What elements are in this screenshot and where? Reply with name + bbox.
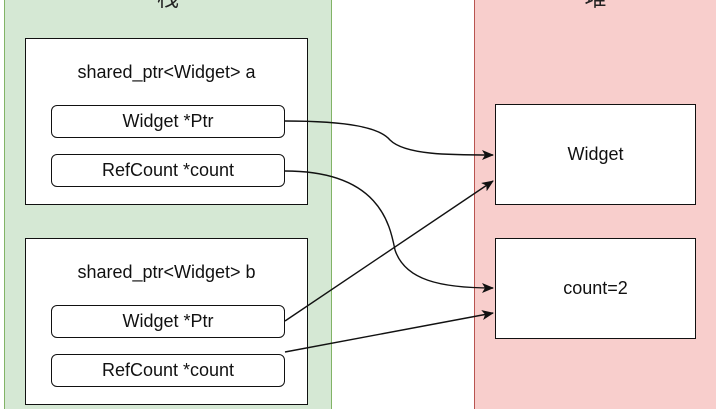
heap-region-title: 堆 — [475, 0, 716, 10]
shared-ptr-b-ptr-field: Widget *Ptr — [51, 305, 285, 338]
arrow-a-count-to-count — [284, 170, 494, 293]
heap-count-box: count=2 — [495, 238, 696, 339]
shared-ptr-a-count-field: RefCount *count — [51, 154, 285, 187]
shared-ptr-b-title: shared_ptr<Widget> b — [77, 262, 256, 282]
stack-region-title: 栈 — [5, 0, 331, 10]
heap-widget-label: Widget — [567, 144, 624, 164]
arrow-a-ptr-to-widget — [284, 120, 494, 160]
shared-ptr-a-title: shared_ptr<Widget> a — [77, 62, 256, 82]
shared-ptr-b-count-field: RefCount *count — [51, 354, 285, 387]
heap-widget-box: Widget — [495, 104, 696, 205]
shared-ptr-a-ptr-field: Widget *Ptr — [51, 105, 285, 138]
arrow-b-ptr-to-widget — [284, 180, 494, 322]
heap-count-label: count=2 — [563, 278, 628, 298]
arrow-b-count-to-count — [284, 310, 494, 353]
